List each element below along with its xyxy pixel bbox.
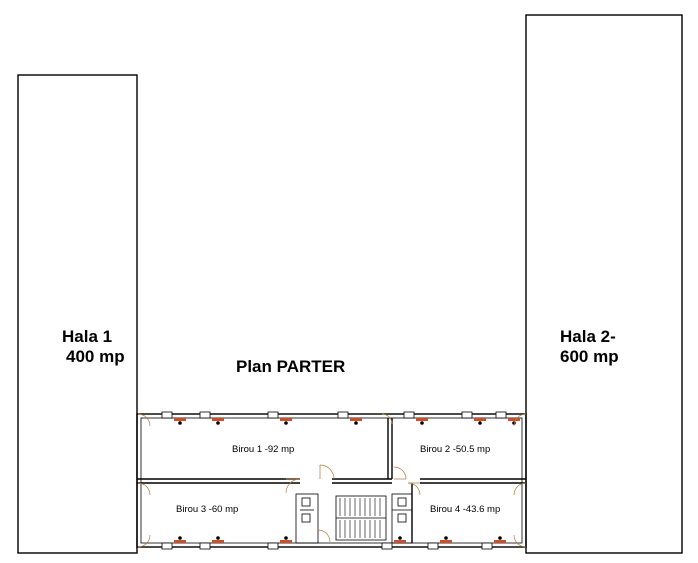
hall-2-outline — [525, 14, 683, 554]
radiator — [416, 418, 428, 421]
radiator-valve — [178, 536, 182, 540]
room-birou-2: Birou 2 -50.5 mp — [420, 444, 490, 455]
doors — [137, 413, 527, 548]
radiator-valve — [178, 421, 182, 425]
radiator — [212, 540, 224, 543]
hall-2-label-line1: Hala 2- — [560, 327, 616, 346]
stairs — [339, 498, 381, 538]
window — [495, 411, 507, 419]
radiator — [174, 418, 186, 421]
window — [199, 542, 211, 550]
window — [381, 542, 393, 550]
radiator-valve — [354, 421, 358, 425]
radiator-valve — [284, 536, 288, 540]
radiator — [212, 418, 224, 421]
office-block — [136, 413, 527, 548]
plan-title: Plan PARTER — [236, 357, 345, 376]
window — [161, 411, 173, 419]
window — [461, 411, 473, 419]
hall-1-outline — [17, 74, 138, 554]
hall-1-label-line1: Hala 1 — [62, 327, 112, 346]
radiator — [350, 418, 362, 421]
window — [267, 542, 279, 550]
room-birou-4: Birou 4 -43.6 mp — [430, 504, 500, 515]
radiator-valve — [216, 536, 220, 540]
radiator — [280, 418, 292, 421]
radiator — [494, 540, 506, 543]
windows — [161, 411, 520, 550]
radiator — [508, 418, 520, 421]
radiator-valve — [284, 421, 288, 425]
radiator — [174, 540, 186, 543]
radiator-valve — [478, 421, 482, 425]
window — [403, 411, 415, 419]
radiator-valve — [398, 536, 402, 540]
radiator — [474, 418, 486, 421]
radiator — [394, 540, 406, 543]
hall-2-area: 600 mp — [560, 347, 619, 366]
radiator-valve — [420, 421, 424, 425]
radiator — [280, 540, 292, 543]
radiator-valve — [498, 536, 502, 540]
hall-1-area: 400 mp — [66, 347, 125, 366]
radiator-valve — [444, 536, 448, 540]
window — [481, 542, 493, 550]
window — [161, 542, 173, 550]
window — [199, 411, 211, 419]
window — [337, 411, 349, 419]
radiator — [440, 540, 452, 543]
room-birou-1: Birou 1 -92 mp — [232, 444, 294, 455]
room-birou-3: Birou 3 -60 mp — [176, 504, 238, 515]
radiator-valve — [216, 421, 220, 425]
window — [427, 542, 439, 550]
window — [267, 411, 279, 419]
